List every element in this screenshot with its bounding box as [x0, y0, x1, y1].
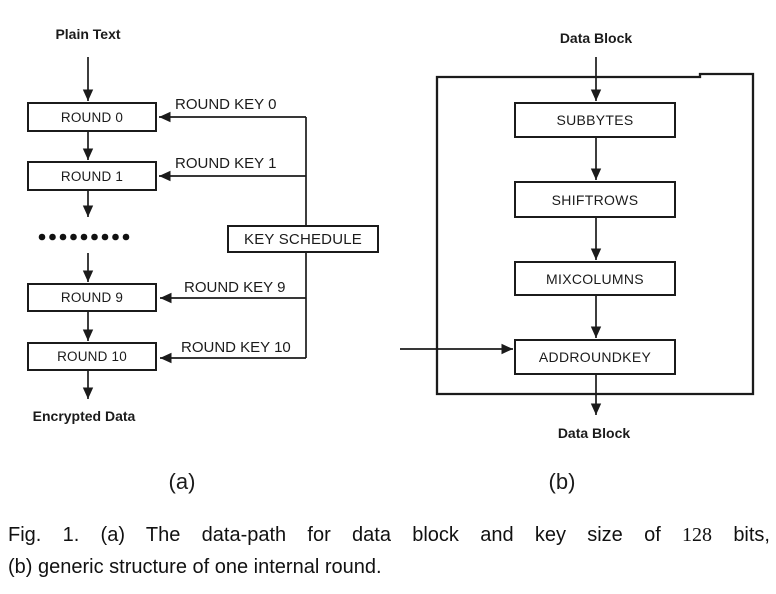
mixcolumns-label: MIXCOLUMNS [546, 270, 644, 287]
panel-b-boxes [514, 102, 676, 375]
round-key-0-label: ROUND KEY 0 [175, 96, 277, 113]
plain-text-label: Plain Text [55, 26, 121, 42]
round-10-label: ROUND 10 [57, 349, 127, 364]
round-0-label: ROUND 0 [60, 109, 124, 125]
encrypted-data-label: Encrypted Data [32, 408, 136, 424]
caption-line-2: (b) generic structure of one internal ro… [8, 556, 382, 578]
round-1-box [27, 161, 157, 191]
addroundkey-label: ADDROUNDKEY [538, 349, 652, 365]
panel-a-letter: (a) [168, 469, 196, 494]
shiftrows-box [514, 181, 676, 218]
panel-a-boxes [27, 102, 379, 371]
key-schedule-label: KEY SCHEDULE [244, 230, 362, 248]
data-block-bottom-label: Data Block [557, 425, 631, 441]
round-enclosure-box [435, 72, 755, 396]
caption-line1-tail: bits, [733, 524, 770, 546]
shiftrows-label: SHIFTROWS [551, 191, 639, 208]
round-10-box [27, 342, 157, 371]
round-9-box [27, 283, 157, 312]
subbytes-box [514, 102, 676, 138]
caption-key-size-number: 128 [682, 524, 713, 546]
round-0-box [27, 102, 157, 132]
ellipsis-dots [38, 233, 130, 241]
panel-b-letter: (b) [548, 469, 576, 494]
round-key-10-label: ROUND KEY 10 [181, 339, 291, 356]
round-9-label: ROUND 9 [60, 290, 124, 305]
caption-line-1: Fig. 1. (a) The data-path for data block… [8, 519, 770, 551]
figure-caption: Fig. 1. (a) The data-path for data block… [8, 519, 770, 583]
mixcolumns-box [514, 261, 676, 296]
round-1-label: ROUND 1 [60, 168, 124, 184]
key-schedule-wiring [159, 111, 307, 364]
subbytes-label: SUBBYTES [556, 112, 634, 128]
addroundkey-box [514, 339, 676, 375]
round-key-1-label: ROUND KEY 1 [175, 155, 277, 172]
key-schedule-box [227, 225, 379, 253]
panel-b-flow-arrows [400, 57, 602, 415]
round-key-9-label: ROUND KEY 9 [184, 279, 286, 296]
caption-line1-text: Fig. 1. (a) The data-path for data block… [8, 524, 661, 546]
data-block-top-label: Data Block [559, 30, 633, 46]
